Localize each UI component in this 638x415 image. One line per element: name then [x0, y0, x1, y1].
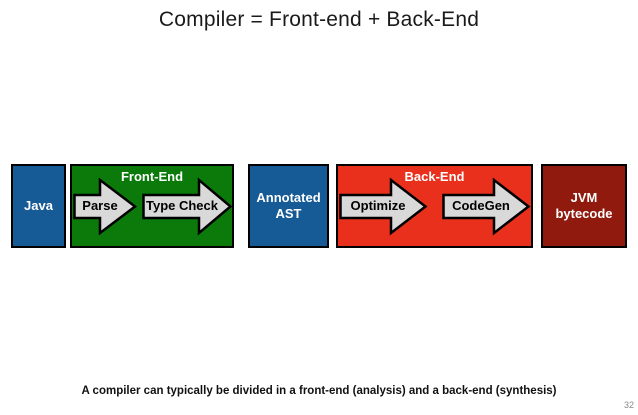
codegen-step-arrow: CodeGen	[442, 178, 530, 235]
page-number: 32	[623, 400, 634, 410]
optimize-step-arrow: Optimize	[339, 178, 427, 235]
front-end-stage-box: Front-End Parse Type Check	[70, 164, 234, 248]
front-end-stage-label: Front-End	[120, 169, 184, 184]
arrow-right-icon	[339, 178, 427, 235]
java-source-label: Java	[24, 197, 53, 213]
annotated-ast-box: Annotated AST	[248, 164, 329, 248]
java-source-box: Java	[11, 164, 66, 248]
back-end-stage-box: Back-End Optimize CodeGen	[336, 164, 533, 248]
arrow-right-icon	[442, 178, 530, 235]
slide-title: Compiler = Front-end + Back-End	[158, 8, 480, 31]
slide-caption: A compiler can typically be divided in a…	[81, 385, 557, 397]
annotated-ast-label: Annotated AST	[256, 189, 321, 221]
type-check-step-label: Type Check	[145, 198, 218, 214]
jvm-bytecode-box: JVM bytecode	[541, 164, 627, 248]
parse-step-arrow: Parse	[73, 178, 137, 235]
optimize-step-label: Optimize	[350, 198, 406, 214]
arrow-right-icon	[142, 178, 232, 235]
type-check-step-arrow: Type Check	[142, 178, 232, 235]
arrow-right-icon	[73, 178, 137, 235]
codegen-step-label: CodeGen	[452, 198, 510, 214]
parse-step-label: Parse	[82, 198, 118, 214]
jvm-bytecode-label: JVM bytecode	[555, 189, 613, 221]
back-end-stage-label: Back-End	[404, 169, 465, 184]
